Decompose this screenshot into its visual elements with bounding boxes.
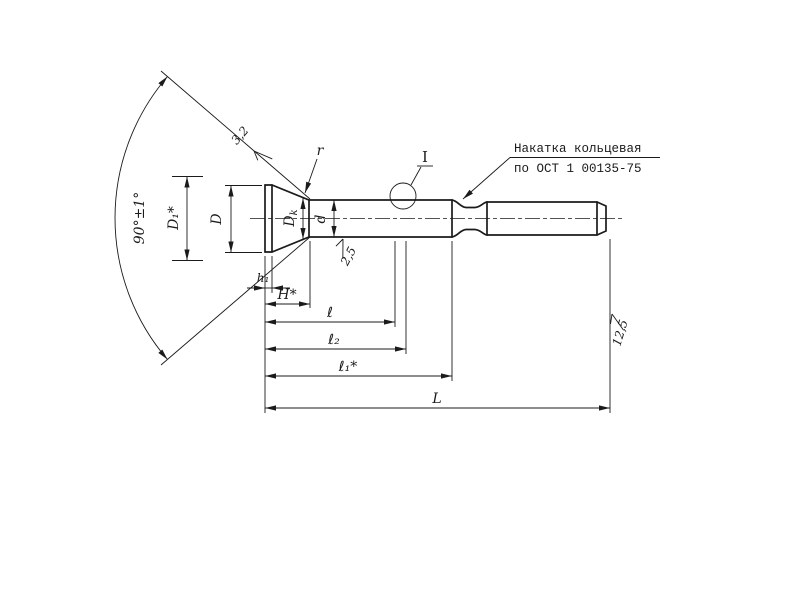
dimension-D <box>225 185 262 253</box>
knurl-leader <box>462 157 660 200</box>
countersink-angle-indicator <box>114 70 311 366</box>
dimension-H-label: H* <box>276 287 296 303</box>
roughness-shaft-label: 2,5 <box>337 244 359 268</box>
dimension-l-label: ℓ <box>326 305 333 321</box>
dimension-d1 <box>172 176 203 261</box>
dimension-d-label: d <box>313 214 329 223</box>
roughness-cone-mark <box>253 150 273 161</box>
detail-circle <box>389 165 433 210</box>
knurl-note-line2: по ОСТ 1 00135-75 <box>514 162 642 176</box>
dimension-l1-label: ℓ₁* <box>338 359 357 375</box>
dimension-L-label: L <box>431 391 441 407</box>
dimension-d1-label: D₁* <box>166 206 182 231</box>
angle-dimension-label: 90°±1° <box>132 192 148 244</box>
dimension-l2-label: ℓ₂ <box>327 332 340 348</box>
screw-outline <box>264 184 607 253</box>
extension-lines <box>264 239 611 413</box>
radius-leader <box>304 158 318 194</box>
knurl-note-line1: Накатка кольцевая <box>514 142 642 156</box>
radius-label: r <box>317 143 325 159</box>
dimension-D-label: D <box>209 213 225 225</box>
dimension-h1-label: h₁ <box>257 271 270 285</box>
roughness-shaft-mark <box>335 238 344 259</box>
roughness-cone-label: 3,2 <box>228 124 251 148</box>
detail-label: I <box>422 148 428 166</box>
roughness-end-label: 12,5 <box>610 318 631 348</box>
roughness-end-mark <box>610 313 624 331</box>
dimension-dk-label: Dk <box>282 209 300 227</box>
